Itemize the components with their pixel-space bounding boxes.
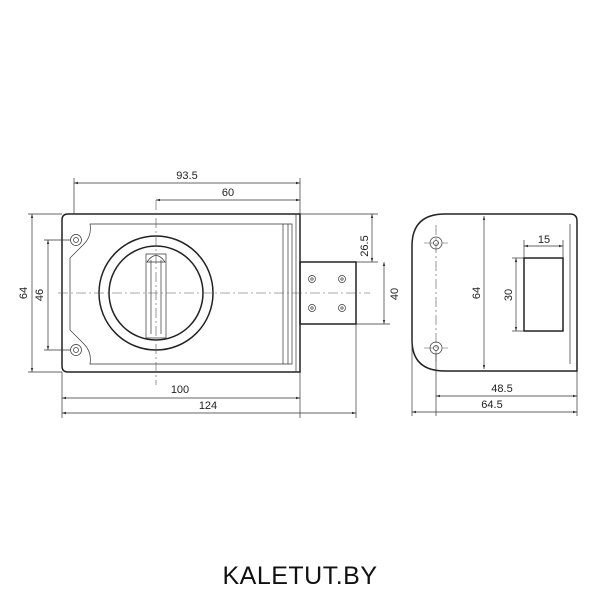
side-view — [411, 213, 578, 372]
brand-watermark: KALETUT.BY — [222, 562, 378, 590]
screw-hole-top-left — [70, 234, 82, 246]
bolt-screw-holes — [308, 275, 346, 312]
dim-48-5: 48.5 — [491, 383, 512, 395]
dim-26-5: 26.5 — [359, 235, 371, 256]
lock-body-outline — [61, 213, 301, 373]
dim-30: 30 — [503, 289, 515, 301]
dim-40: 40 — [389, 288, 401, 300]
dim-93-5: 93.5 — [176, 170, 197, 182]
screw-hole-bottom-left — [70, 344, 82, 356]
front-view — [58, 200, 370, 385]
dim-100: 100 — [171, 384, 189, 396]
dim-64-left: 64 — [18, 287, 30, 299]
front-dimensions: 93.5 60 64 46 100 124 26.5 40 — [18, 170, 401, 418]
lock-body-inner-profile — [69, 223, 293, 365]
dim-124: 124 — [199, 400, 217, 412]
side-bolt-opening — [523, 257, 564, 332]
knob-handle — [145, 253, 167, 339]
dim-15: 15 — [538, 234, 550, 246]
dim-64-side: 64 — [471, 287, 483, 299]
dim-60: 60 — [222, 187, 234, 199]
dim-64-5: 64.5 — [481, 399, 502, 411]
side-body-outline — [411, 213, 578, 372]
knob-indicator — [146, 255, 166, 263]
side-dimensions: 15 64 30 48.5 64.5 — [411, 216, 578, 416]
dim-46: 46 — [34, 289, 46, 301]
